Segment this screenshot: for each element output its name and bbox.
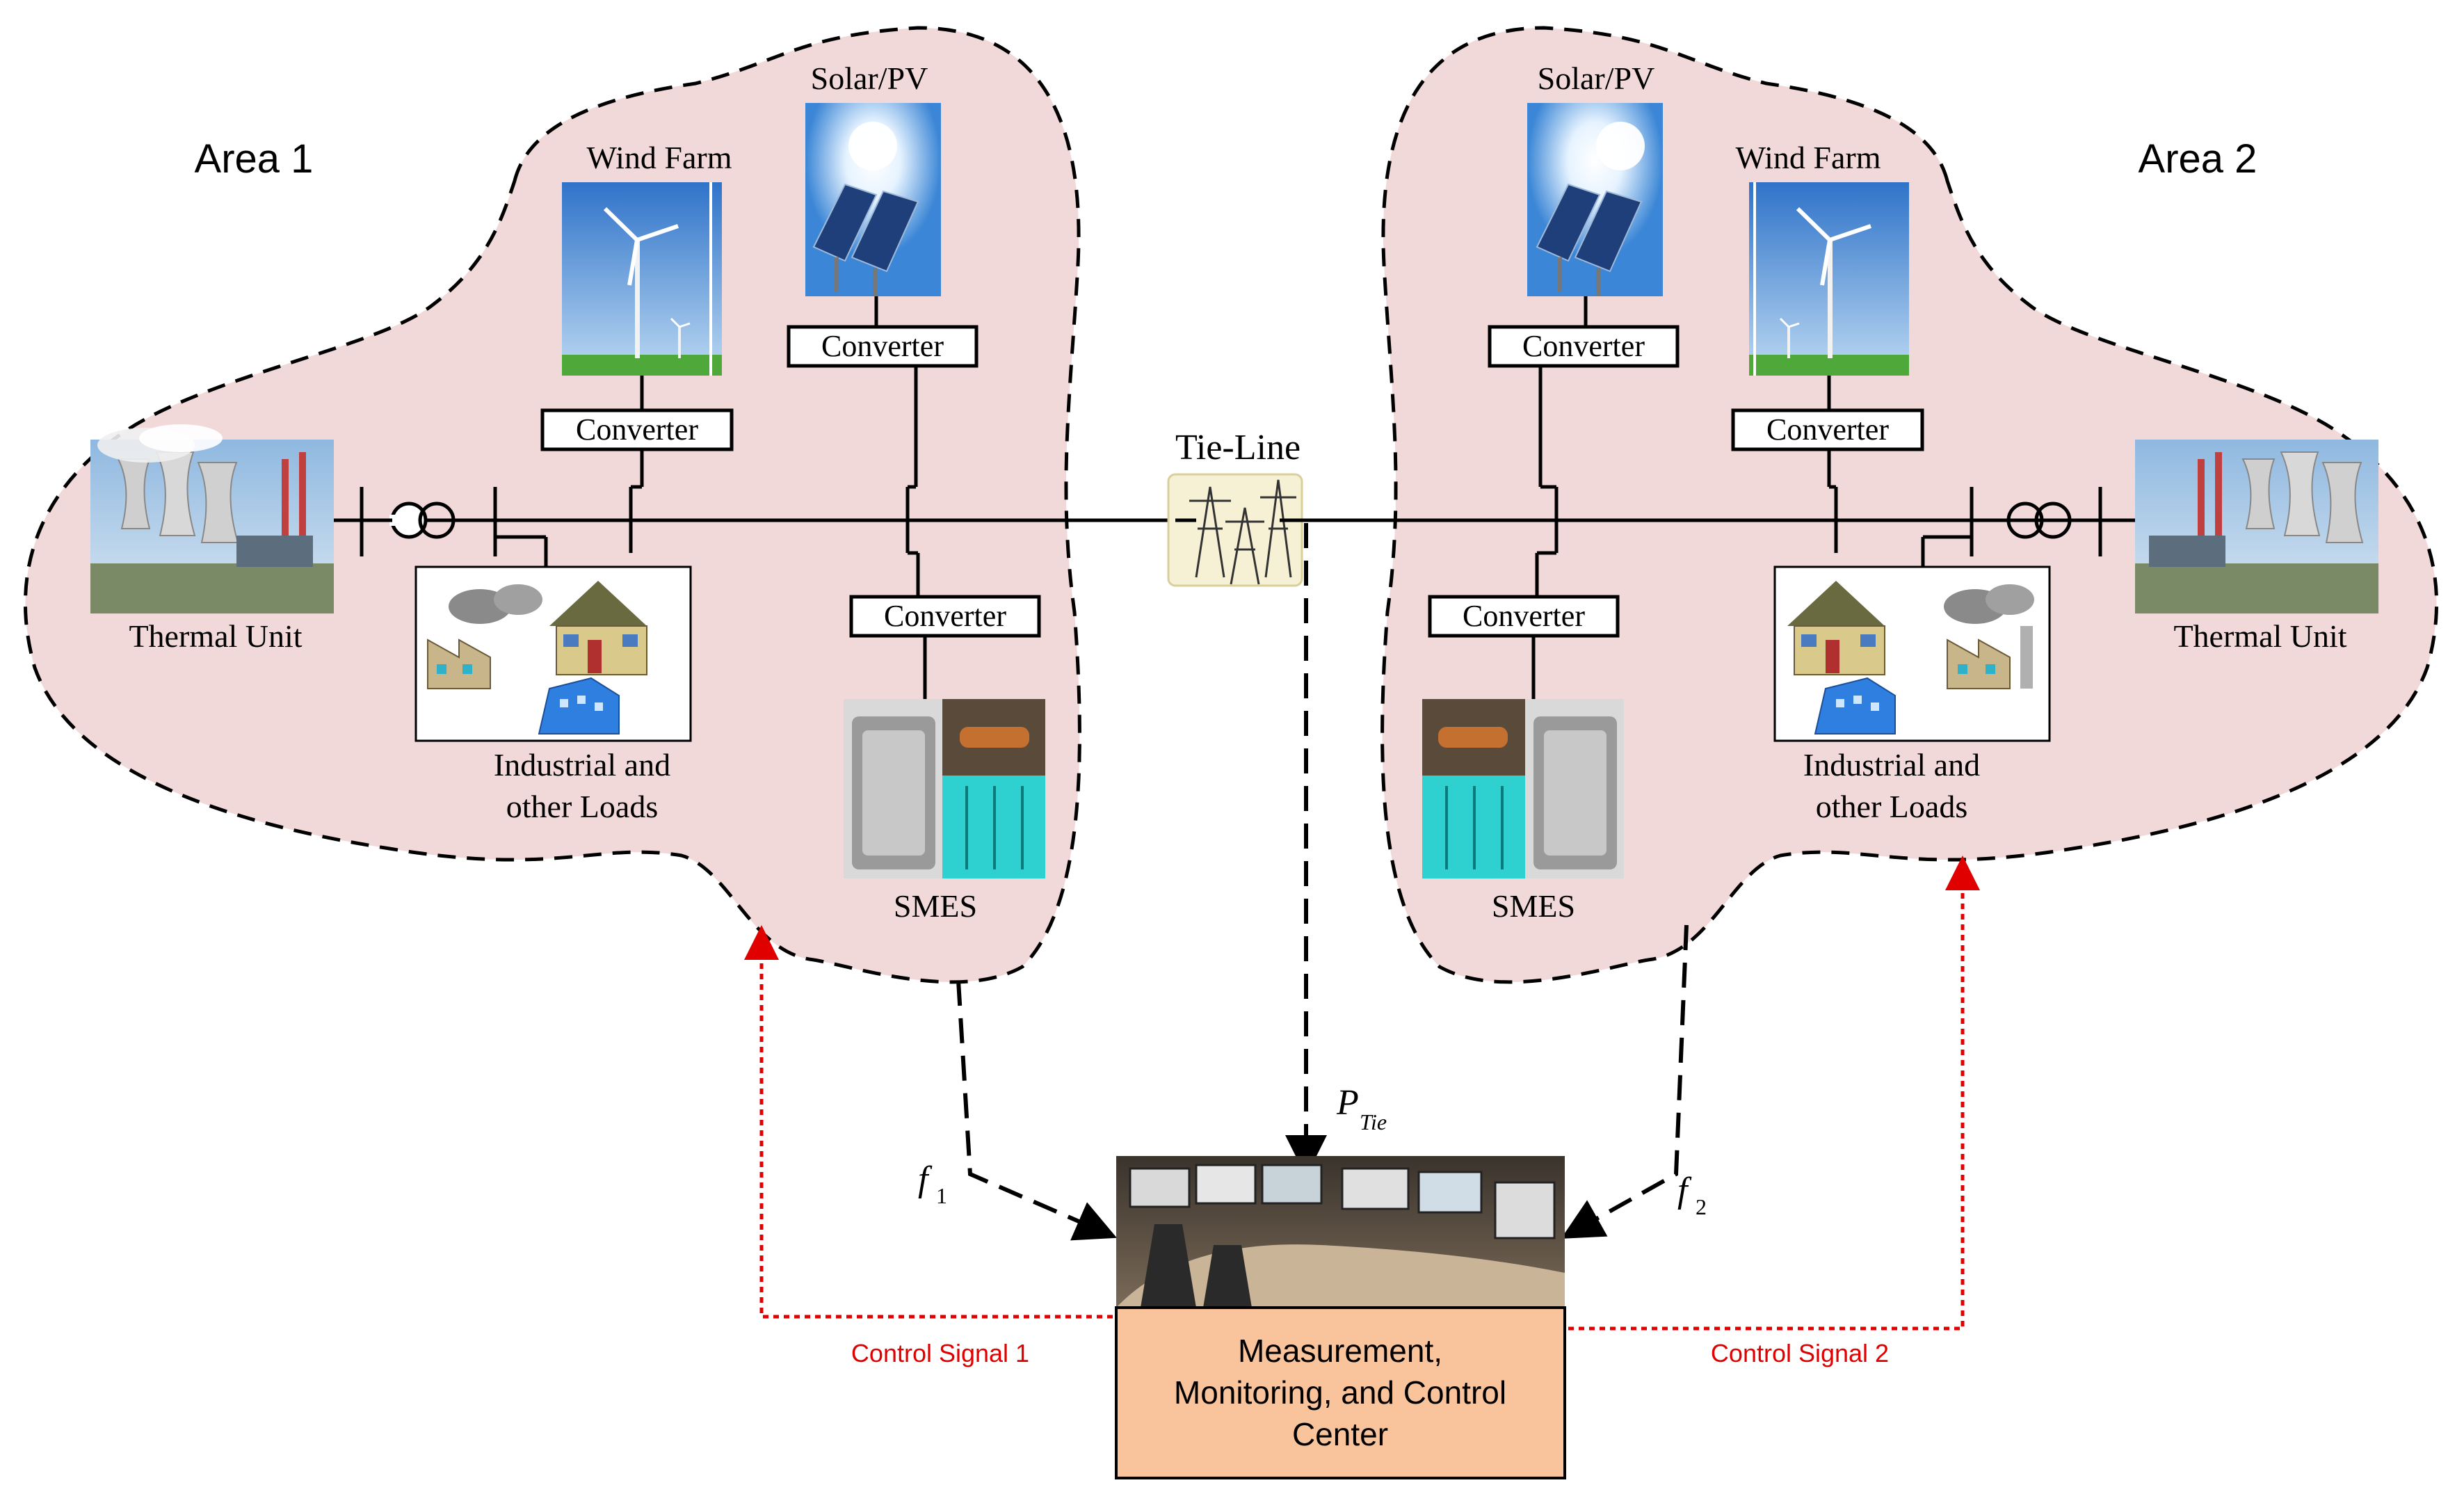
converter-label-solar-area-2: Converter (1522, 329, 1645, 363)
control-center-line3: Center (1292, 1416, 1388, 1452)
f2-subscript: 2 (1696, 1194, 1707, 1219)
f1-measurement-line (956, 980, 1118, 1241)
smes-image-area-1 (844, 699, 1045, 878)
p-tie-label: P (1336, 1083, 1359, 1123)
control-signal-2-label: Control Signal 2 (1711, 1339, 1889, 1367)
tie-line-label: Tie-Line (1175, 428, 1301, 467)
converter-box-smes-area-2 (1428, 595, 1620, 638)
wind-farm-label-area-1: Wind Farm (587, 140, 732, 175)
smes-label-area-2: SMES (1492, 888, 1575, 924)
tie-line-tower-icon (1167, 473, 1303, 587)
thermal-unit-label-area-1: Thermal Unit (129, 618, 302, 654)
control-room-image (1116, 1156, 1565, 1308)
thermal-unit-image-area-1 (90, 424, 334, 613)
converter-label-smes-area-1: Converter (884, 599, 1006, 633)
control-signal-1-line (744, 925, 1113, 1319)
f1-label: f (918, 1159, 933, 1199)
converter-label-wind-area-2: Converter (1766, 412, 1889, 447)
f2-measurement-line (1561, 924, 1689, 1239)
converter-box-smes-area-1 (849, 595, 1041, 638)
solar-label-area-1: Solar/PV (811, 61, 928, 96)
converter-label-solar-area-1: Converter (821, 329, 944, 363)
solar-pv-image-area-1 (805, 103, 941, 296)
f1-subscript: 1 (936, 1183, 947, 1208)
converter-box-wind-area-2 (1731, 408, 1924, 451)
p-tie-subscript: Tie (1360, 1109, 1387, 1134)
loads-label-line2-area-1: other Loads (506, 789, 658, 824)
f2-label: f (1677, 1171, 1692, 1210)
wind-farm-image-area-2 (1749, 182, 1909, 376)
solar-label-area-2: Solar/PV (1538, 61, 1655, 96)
wind-farm-image-area-1 (562, 182, 722, 376)
converter-box-solar-area-2 (1488, 325, 1680, 368)
wind-farm-label-area-2: Wind Farm (1736, 140, 1881, 175)
control-signal-1-label: Control Signal 1 (851, 1339, 1029, 1367)
converter-label-wind-area-1: Converter (576, 412, 698, 447)
control-center-box (1115, 1306, 1566, 1479)
area-2-label: Area 2 (2139, 136, 2257, 182)
thermal-unit-label-area-2: Thermal Unit (2173, 618, 2346, 654)
smes-label-area-1: SMES (894, 888, 977, 924)
converter-label-smes-area-2: Converter (1463, 599, 1585, 633)
area-1-label: Area 1 (195, 136, 314, 182)
industrial-loads-image-area-1 (414, 565, 692, 742)
loads-label-line1-area-2: Industrial and (1803, 747, 1980, 782)
control-center-line2: Monitoring, and Control (1174, 1374, 1506, 1411)
transformer-icon-area-2-b (2006, 501, 2044, 539)
thermal-unit-image-area-2 (2135, 440, 2378, 613)
solar-pv-image-area-2 (1527, 103, 1663, 296)
loads-label-line2-area-2: other Loads (1816, 789, 1967, 824)
industrial-loads-image-area-2 (1773, 565, 2051, 742)
control-center-line1: Measurement, (1238, 1333, 1442, 1369)
converter-box-wind-area-1 (540, 408, 734, 451)
loads-label-line1-area-1: Industrial and (494, 747, 670, 782)
converter-box-solar-area-1 (787, 325, 979, 368)
smes-image-area-2 (1422, 699, 1624, 878)
transformer-icon-area-1-b (418, 501, 456, 539)
